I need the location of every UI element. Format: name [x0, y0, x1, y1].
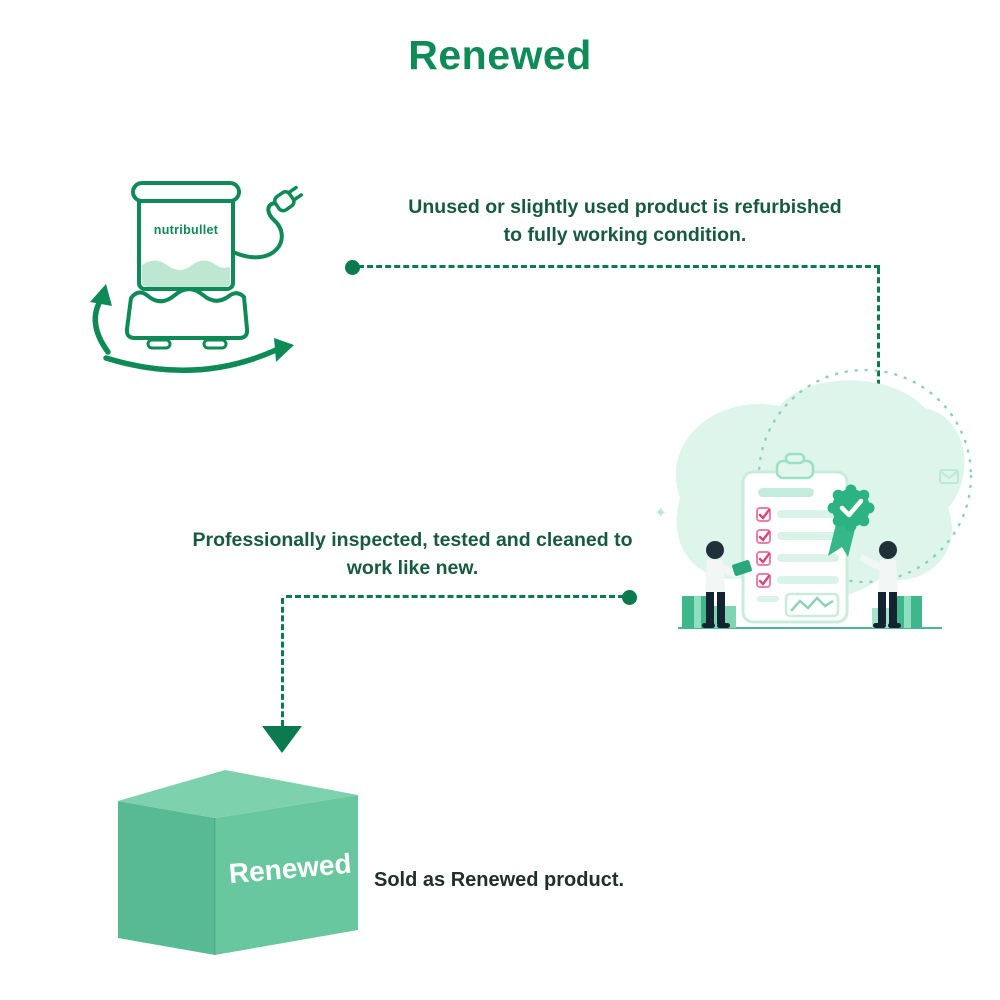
checklist-rows [756, 507, 839, 588]
step-3-text: Sold as Renewed product. [374, 869, 625, 891]
blender-illustration: nutribullet [90, 181, 303, 373]
rotation-arrow-left-icon [90, 284, 112, 355]
person-right [859, 541, 901, 628]
checkmark-badge-icon [827, 484, 875, 557]
inspection-clipboard [741, 452, 849, 624]
dashed-circle-decoration [757, 368, 973, 584]
power-plug-icon [272, 185, 303, 213]
connector-2-horizontal-line [286, 595, 624, 598]
rotation-arrow-bottom-icon [103, 338, 294, 373]
inspection-illustration: ✦ [654, 368, 973, 629]
blender-brand-label: nutribullet [154, 223, 219, 237]
connector-2-dot [622, 590, 637, 605]
connector-1-dot [345, 260, 360, 275]
renewed-box-illustration: Renewed [118, 770, 358, 955]
connector-1-vertical-line [877, 268, 880, 395]
connector-2-arrow-down-icon [262, 726, 302, 753]
page-title: Renewed [408, 32, 592, 78]
mini-chart [784, 592, 840, 618]
blender-cup: nutribullet [131, 181, 241, 291]
box-top-face [118, 770, 358, 818]
star-decoration-icon: ✦ [654, 505, 667, 522]
envelope-decoration-icon [939, 469, 959, 484]
blender-base [124, 287, 250, 350]
connector-2-vertical-line [281, 598, 284, 726]
laptop-icon [732, 560, 752, 576]
step-2-text: Professionally inspected, tested and cle… [192, 529, 633, 579]
step-1-text: Unused or slightly used product is refur… [408, 196, 842, 246]
box-left-face [118, 801, 215, 955]
person-left [702, 541, 752, 628]
power-cord [231, 185, 303, 260]
blender-lid [131, 181, 241, 203]
connector-1-horizontal-line [358, 265, 880, 268]
box-front-face [215, 795, 358, 955]
